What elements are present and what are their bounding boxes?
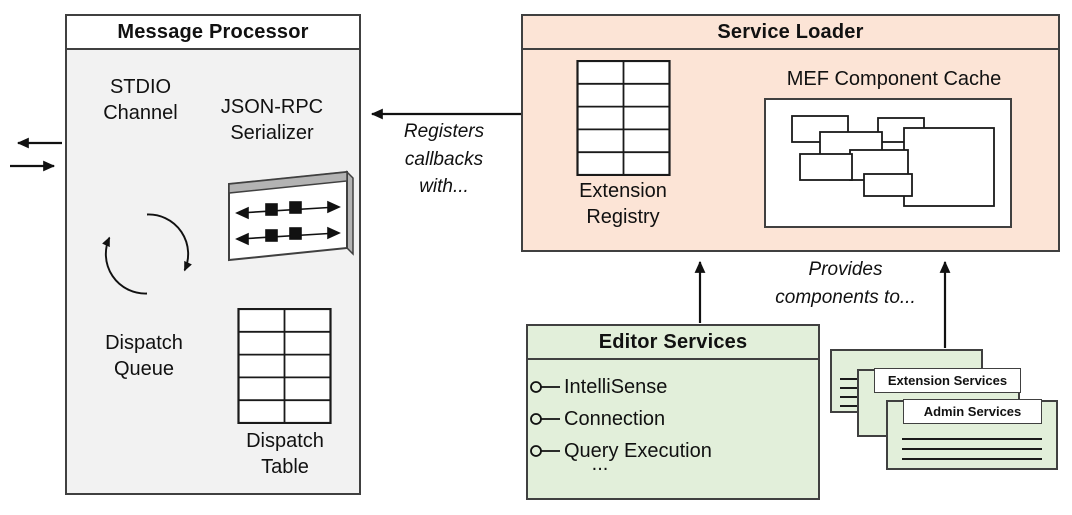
card-text-line — [902, 438, 1042, 440]
editor-service-item-connection: Connection — [564, 408, 666, 430]
card-text-line — [902, 448, 1042, 450]
card-text-line — [902, 458, 1042, 460]
message-processor-box: Message Processor — [65, 14, 361, 495]
serializer-ribbon-icon — [222, 160, 354, 268]
admin-services-card-title: Admin Services — [903, 399, 1042, 424]
extension-registry-label: Extension Registry — [579, 180, 667, 229]
editor-services-title: Editor Services — [528, 326, 818, 360]
editor-services-ellipsis: ... — [591, 453, 609, 475]
editor-services-box: Editor Services — [526, 324, 820, 500]
extension-registry-grid-icon — [576, 59, 671, 177]
json-rpc-serializer-label: JSON-RPC Serializer — [220, 96, 324, 145]
editor-service-item-query-execution: Query Execution — [564, 440, 712, 462]
stdio-channel-label: STDIO Channel — [103, 76, 178, 125]
mef-component-cache-label: MEF Component Cache — [786, 68, 1002, 90]
service-loader-title: Service Loader — [523, 16, 1058, 50]
message-processor-title: Message Processor — [67, 16, 359, 50]
circular-arrows-icon — [94, 198, 200, 310]
editor-service-item-intellisense: IntelliSense — [564, 376, 668, 398]
registers-callbacks-annotation: Registers callbacks with... — [403, 121, 485, 198]
dispatch-table-grid-icon — [237, 307, 332, 425]
dispatch-queue-label: Dispatch Queue — [105, 332, 183, 381]
extension-services-card-title: Extension Services — [874, 368, 1021, 393]
nested-components-icon — [764, 98, 1012, 228]
provides-components-annotation: Provides components to... — [775, 259, 916, 308]
dispatch-table-label: Dispatch Table — [246, 430, 324, 479]
